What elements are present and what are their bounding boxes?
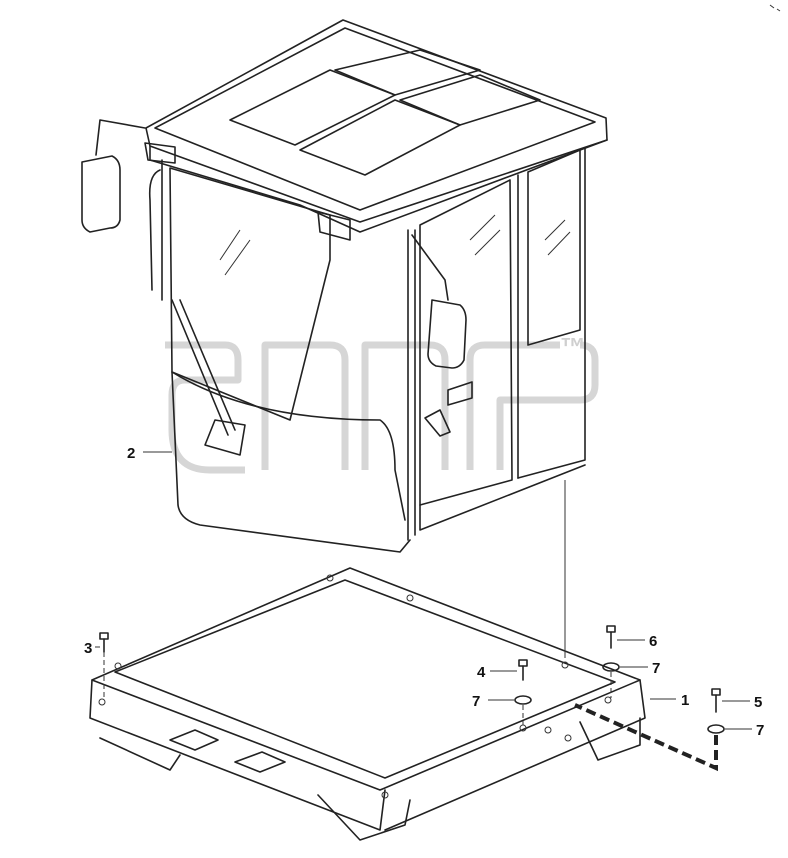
svg-text:7: 7 xyxy=(756,722,764,739)
callout-5: 5 xyxy=(722,694,762,711)
svg-text:3: 3 xyxy=(84,640,92,657)
bolt-item-5 xyxy=(711,688,721,713)
operator-cab xyxy=(81,19,608,553)
svg-text:4: 4 xyxy=(477,664,486,681)
corner-mark xyxy=(769,4,781,12)
callout-4: 4 xyxy=(477,664,517,681)
svg-text:2: 2 xyxy=(127,445,135,462)
washer-item-7-a xyxy=(514,695,532,725)
callout-3: 3 xyxy=(84,640,100,657)
cab-base-frame xyxy=(89,567,646,841)
callout-7-a: 7 xyxy=(472,693,514,710)
bolt-item-3 xyxy=(99,632,109,700)
svg-text:7: 7 xyxy=(472,693,480,710)
svg-text:6: 6 xyxy=(649,633,657,650)
callout-7-c: 7 xyxy=(725,722,764,739)
bolt-5-path xyxy=(574,703,718,772)
washer-item-7-c xyxy=(707,724,725,734)
callout-2: 2 xyxy=(127,445,172,462)
svg-text:5: 5 xyxy=(754,694,762,711)
callout-6: 6 xyxy=(617,633,657,650)
bolt-item-6 xyxy=(606,625,616,649)
washer-item-7-b xyxy=(602,662,620,698)
callout-1: 1 xyxy=(650,692,689,709)
svg-text:1: 1 xyxy=(681,692,689,709)
bolt-item-4 xyxy=(518,659,528,681)
callout-7-b: 7 xyxy=(620,660,660,677)
trademark-symbol: ™ xyxy=(560,332,586,362)
watermark-logo: ™ xyxy=(165,332,599,474)
svg-text:7: 7 xyxy=(652,660,660,677)
